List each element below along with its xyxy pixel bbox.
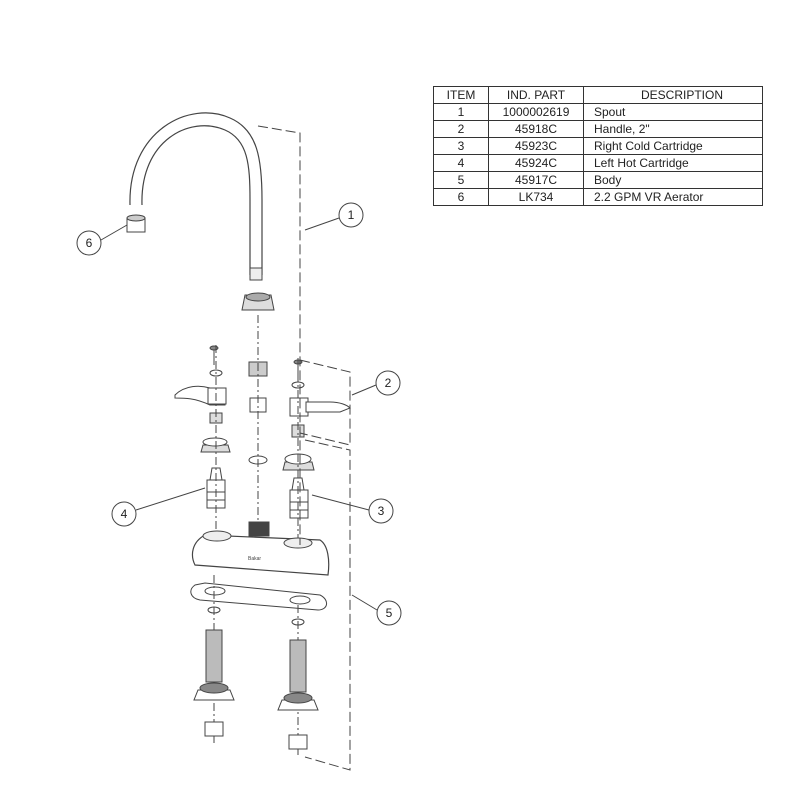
callout-1: 1 bbox=[338, 202, 364, 228]
part-cell: 45918C bbox=[488, 120, 584, 138]
svg-text:Bakar: Bakar bbox=[248, 556, 261, 562]
part-cell: 45923C bbox=[488, 137, 584, 155]
callout-6: 6 bbox=[76, 230, 102, 256]
header-item: ITEM bbox=[433, 86, 489, 104]
part-cell: LK734 bbox=[488, 188, 584, 206]
item-cell: 3 bbox=[433, 137, 489, 155]
callout-4: 4 bbox=[111, 501, 137, 527]
description-cell: Left Hot Cartridge bbox=[583, 154, 763, 172]
right-shank-hardware bbox=[277, 605, 319, 755]
description-cell: Body bbox=[583, 171, 763, 189]
header-part: IND. PART bbox=[488, 86, 584, 104]
svg-text:1: 1 bbox=[348, 208, 355, 222]
callout-3: 3 bbox=[368, 498, 394, 524]
deck-gasket bbox=[190, 582, 327, 611]
svg-text:4: 4 bbox=[121, 507, 128, 521]
item-cell: 6 bbox=[433, 188, 489, 206]
table-header-row: ITEM IND. PART DESCRIPTION bbox=[433, 86, 763, 104]
aerator bbox=[126, 214, 146, 233]
item-cell: 1 bbox=[433, 103, 489, 121]
spout bbox=[129, 112, 275, 311]
right-handle-assembly bbox=[282, 358, 351, 540]
part-cell: 45924C bbox=[488, 154, 584, 172]
part-cell: 1000002619 bbox=[488, 103, 584, 121]
svg-text:2: 2 bbox=[385, 376, 392, 390]
callout-2: 2 bbox=[375, 370, 401, 396]
header-description: DESCRIPTION bbox=[583, 86, 763, 104]
description-cell: 2.2 GPM VR Aerator bbox=[583, 188, 763, 206]
left-shank-hardware bbox=[193, 575, 235, 745]
svg-text:5: 5 bbox=[386, 606, 393, 620]
item-cell: 4 bbox=[433, 154, 489, 172]
item-cell: 2 bbox=[433, 120, 489, 138]
faucet-body: Bakar bbox=[191, 521, 330, 576]
left-handle-assembly bbox=[174, 345, 231, 540]
svg-text:3: 3 bbox=[378, 504, 385, 518]
description-cell: Right Cold Cartridge bbox=[583, 137, 763, 155]
svg-text:6: 6 bbox=[86, 236, 93, 250]
item-cell: 5 bbox=[433, 171, 489, 189]
description-cell: Spout bbox=[583, 103, 763, 121]
center-components bbox=[248, 315, 268, 525]
description-cell: Handle, 2" bbox=[583, 120, 763, 138]
part-cell: 45917C bbox=[488, 171, 584, 189]
callout-5: 5 bbox=[376, 600, 402, 626]
